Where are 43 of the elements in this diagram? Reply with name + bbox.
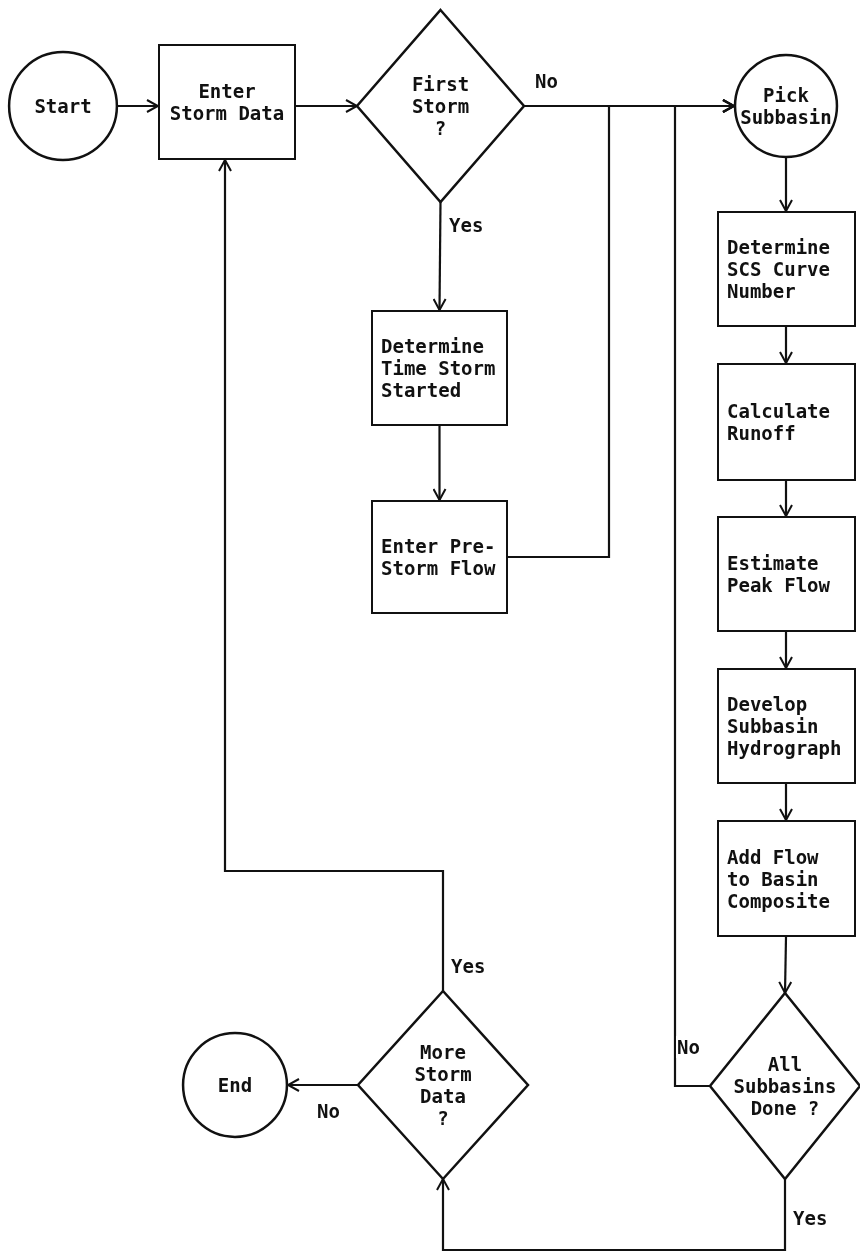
step-label: Enter Pre-Storm Flow	[381, 535, 497, 579]
step-label: Calculate Runoff	[727, 400, 831, 444]
step-label: Determine SCS Curve Number	[727, 236, 831, 302]
arrow	[296, 99, 358, 113]
process-box	[717, 211, 856, 327]
arrow	[778, 937, 793, 994]
step-label: All Subbasins Done ?	[733, 1053, 837, 1119]
step-label: Add Flow to Basin Composite	[727, 845, 831, 912]
step-label: End	[217, 1074, 253, 1096]
process-box	[717, 668, 856, 784]
decision-diamond	[358, 991, 528, 1179]
edge-label: No	[676, 1036, 701, 1058]
step-label: More Storm Data ?	[414, 1041, 472, 1129]
process-box	[717, 363, 856, 481]
step-label: Pick Subbasin	[739, 84, 833, 128]
arrow	[779, 327, 793, 364]
arrow	[436, 1178, 787, 1252]
terminal-circle	[8, 51, 118, 161]
step-label: Determine Time Storm Started	[381, 335, 497, 401]
arrow	[432, 426, 447, 501]
terminal-circle	[734, 54, 838, 158]
decision-diamond	[357, 10, 524, 202]
process-box	[158, 44, 296, 160]
arrow	[779, 784, 793, 821]
arrow	[432, 202, 447, 311]
step-label: Start	[34, 95, 92, 117]
arrow	[118, 99, 159, 113]
step-label: Enter Storm Data	[168, 80, 286, 124]
process-box	[717, 820, 856, 937]
step-label: First Storm ?	[411, 73, 470, 139]
process-box	[371, 310, 508, 426]
process-box	[717, 516, 856, 632]
process-box	[371, 500, 508, 614]
arrow	[218, 159, 445, 991]
arrow	[287, 1078, 358, 1092]
arrow	[779, 481, 793, 517]
arrow	[779, 632, 793, 669]
terminal-circle	[182, 1032, 288, 1138]
step-label: Develop Subbasin Hydrograph	[727, 693, 843, 759]
arrow	[779, 158, 793, 212]
step-label: Estimate Peak Flow	[727, 552, 831, 596]
decision-diamond	[710, 993, 860, 1179]
arrow	[673, 99, 735, 1088]
